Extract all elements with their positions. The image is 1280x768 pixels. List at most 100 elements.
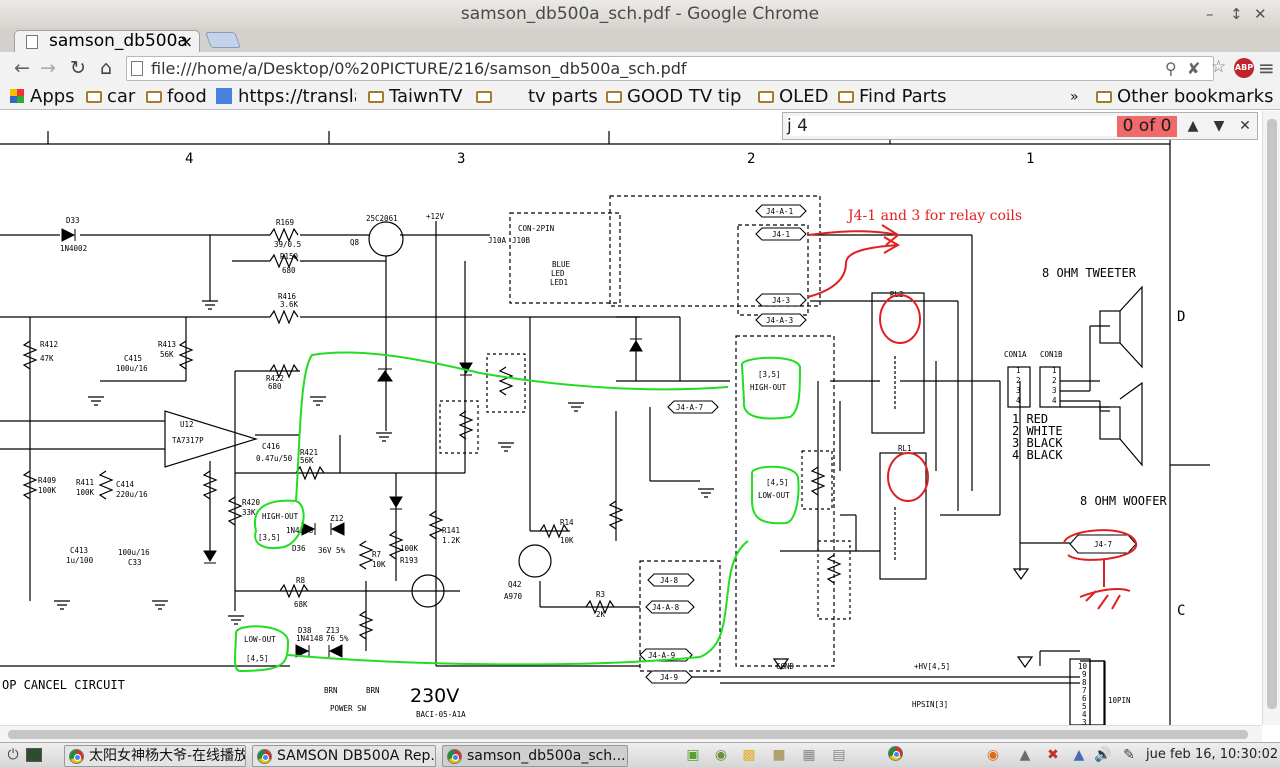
zoom-icon[interactable]: ⚲ bbox=[1165, 59, 1177, 78]
find-close-icon[interactable]: ✕ bbox=[1239, 118, 1251, 134]
svg-text:3: 3 bbox=[1052, 386, 1057, 395]
svg-text:Q42: Q42 bbox=[508, 580, 522, 589]
svg-text:1: 1 bbox=[1052, 366, 1057, 375]
new-tab-button[interactable] bbox=[205, 32, 241, 48]
svg-text:68K: 68K bbox=[294, 600, 308, 609]
svg-text:CON1B: CON1B bbox=[1040, 350, 1063, 359]
menu-icon[interactable]: ≡ bbox=[1258, 56, 1275, 80]
find-prev-icon[interactable]: ▲ bbox=[1187, 118, 1199, 134]
svg-text:D38: D38 bbox=[298, 626, 312, 635]
update-icon[interactable]: ▲ bbox=[1073, 747, 1085, 763]
shield-icon[interactable]: ✖ bbox=[1047, 747, 1059, 763]
bookmark-oled[interactable]: OLED bbox=[758, 85, 828, 109]
forward-button[interactable]: → bbox=[40, 57, 56, 79]
package-icon[interactable]: ▩ bbox=[742, 747, 756, 763]
circuit-title: OP CANCEL CIRCUIT bbox=[2, 678, 125, 692]
taskbar-item-video[interactable]: 太阳女神杨大爷-在线播放... bbox=[64, 745, 246, 767]
svg-text:J4-A-3: J4-A-3 bbox=[766, 316, 793, 325]
svg-text:+12V: +12V bbox=[426, 212, 445, 221]
svg-text:10K: 10K bbox=[372, 560, 386, 569]
bookmark-other[interactable]: Other bookmarks bbox=[1096, 85, 1273, 109]
bookmark-good-tv-tip[interactable]: GOOD TV tip bbox=[606, 85, 746, 109]
home-button[interactable]: ⌂ bbox=[99, 57, 113, 79]
pin-legend-4: 4 BLACK bbox=[1012, 448, 1063, 462]
close-window-button[interactable]: ✕ bbox=[1254, 5, 1267, 23]
svg-text:C33: C33 bbox=[128, 558, 142, 567]
bookmark-car[interactable]: car bbox=[86, 85, 135, 109]
chrome-launcher-icon[interactable] bbox=[888, 746, 906, 764]
vertical-scroll-thumb[interactable] bbox=[1267, 119, 1277, 709]
file-manager-icon[interactable]: ■ bbox=[772, 747, 786, 763]
minimize-button[interactable]: – bbox=[1206, 5, 1214, 23]
svg-text:3: 3 bbox=[1082, 718, 1087, 725]
app-launcher-icon[interactable]: ◉ bbox=[714, 747, 728, 763]
taskbar: ⏻ 太阳女神杨大爷-在线播放... SAMSON DB500A Rep... s… bbox=[0, 742, 1280, 768]
column-3-label: 3 bbox=[457, 151, 465, 167]
svg-text:7: 7 bbox=[1082, 686, 1087, 695]
svg-text:J4-A-9: J4-A-9 bbox=[648, 651, 675, 660]
svg-text:R411: R411 bbox=[76, 478, 94, 487]
svg-text:A970: A970 bbox=[504, 592, 523, 601]
find-match-count: 0 of 0 bbox=[1117, 116, 1177, 137]
svg-text:5: 5 bbox=[1082, 702, 1087, 711]
svg-text:HIGH-OUT: HIGH-OUT bbox=[262, 512, 299, 521]
tab-label: samson_db500a bbox=[49, 31, 188, 51]
bookmark-taiwntv[interactable]: TaiwnTV bbox=[368, 85, 463, 109]
folder-taskbar-icon[interactable]: ▤ bbox=[832, 747, 846, 763]
bookmarks-overflow-chevron[interactable]: » bbox=[1070, 89, 1079, 105]
address-bar[interactable]: file:///home/a/Desktop/0%20PICTURE/216/s… bbox=[126, 56, 1226, 81]
bookmark-apps[interactable]: Apps bbox=[10, 85, 75, 109]
bookmark-empty-folder[interactable] bbox=[476, 85, 497, 109]
taskbar-item-samson-sch[interactable]: samson_db500a_sch.... bbox=[442, 745, 628, 767]
clock[interactable]: jue feb 16, 10:30:02 bbox=[1146, 747, 1279, 762]
svg-text:RL1: RL1 bbox=[898, 444, 912, 453]
svg-text:HPSIN[3]: HPSIN[3] bbox=[912, 700, 948, 709]
svg-text:[3,5]: [3,5] bbox=[258, 533, 281, 542]
volume-icon[interactable]: 🔊 bbox=[1094, 747, 1112, 763]
svg-text:6: 6 bbox=[1082, 694, 1087, 703]
folder-icon bbox=[368, 91, 384, 103]
adblock-icon[interactable]: ABP bbox=[1234, 58, 1254, 78]
horizontal-scrollbar[interactable] bbox=[0, 725, 1262, 742]
maximize-button[interactable]: ↕ bbox=[1230, 5, 1243, 23]
bookmark-find-parts[interactable]: Find Parts bbox=[838, 85, 947, 109]
svg-text:[3,5]: [3,5] bbox=[758, 370, 781, 379]
page-icon bbox=[131, 61, 143, 76]
mint-menu-icon[interactable]: ▣ bbox=[686, 747, 700, 763]
svg-text:3.6K: 3.6K bbox=[280, 300, 299, 309]
svg-text:0.47u/50: 0.47u/50 bbox=[256, 454, 293, 463]
find-bar: j 4 0 of 0 ▲ ▼ ✕ bbox=[782, 112, 1258, 140]
row-d-label: D bbox=[1177, 309, 1185, 325]
power-icon[interactable]: ⏻ bbox=[7, 747, 19, 763]
bookmark-translate[interactable]: https://transla bbox=[216, 85, 356, 109]
svg-text:J4-A-7: J4-A-7 bbox=[676, 403, 703, 412]
taskbar-item-samson-rep[interactable]: SAMSON DB500A Rep... bbox=[252, 745, 436, 767]
tab-close-icon[interactable]: × bbox=[179, 32, 193, 51]
terminal-icon[interactable] bbox=[26, 748, 42, 762]
reload-button[interactable]: ↻ bbox=[70, 57, 86, 79]
back-button[interactable]: ← bbox=[14, 57, 30, 79]
svg-text:2K: 2K bbox=[596, 610, 606, 619]
column-2-label: 2 bbox=[747, 151, 755, 167]
svg-text:680: 680 bbox=[268, 382, 282, 391]
svg-text:BRN: BRN bbox=[366, 686, 380, 695]
find-next-icon[interactable]: ▼ bbox=[1213, 118, 1225, 134]
bookmark-tv-parts[interactable]: tv parts bbox=[528, 86, 598, 107]
wrench-icon[interactable]: ✘ bbox=[1187, 59, 1201, 78]
vertical-scrollbar[interactable] bbox=[1262, 111, 1280, 725]
bookmark-food[interactable]: food bbox=[146, 85, 207, 109]
star-icon[interactable]: ☆ bbox=[1211, 57, 1227, 77]
find-input[interactable]: j 4 bbox=[787, 116, 1117, 136]
network-icon[interactable]: ▲ bbox=[1019, 747, 1031, 763]
svg-text:BACI-05-A1A: BACI-05-A1A bbox=[416, 710, 466, 719]
svg-text:LOW-OUT: LOW-OUT bbox=[244, 635, 276, 644]
pen-icon[interactable]: ✎ bbox=[1123, 747, 1135, 763]
svg-text:36V 5%: 36V 5% bbox=[318, 546, 346, 555]
horizontal-scroll-thumb[interactable] bbox=[8, 730, 1248, 739]
tab-active[interactable]: samson_db500a × bbox=[14, 30, 200, 52]
document-icon bbox=[26, 35, 38, 49]
firefox-icon[interactable]: ◉ bbox=[986, 747, 1000, 763]
files-icon[interactable]: ▦ bbox=[802, 747, 816, 763]
svg-text:220u/16: 220u/16 bbox=[116, 490, 148, 499]
